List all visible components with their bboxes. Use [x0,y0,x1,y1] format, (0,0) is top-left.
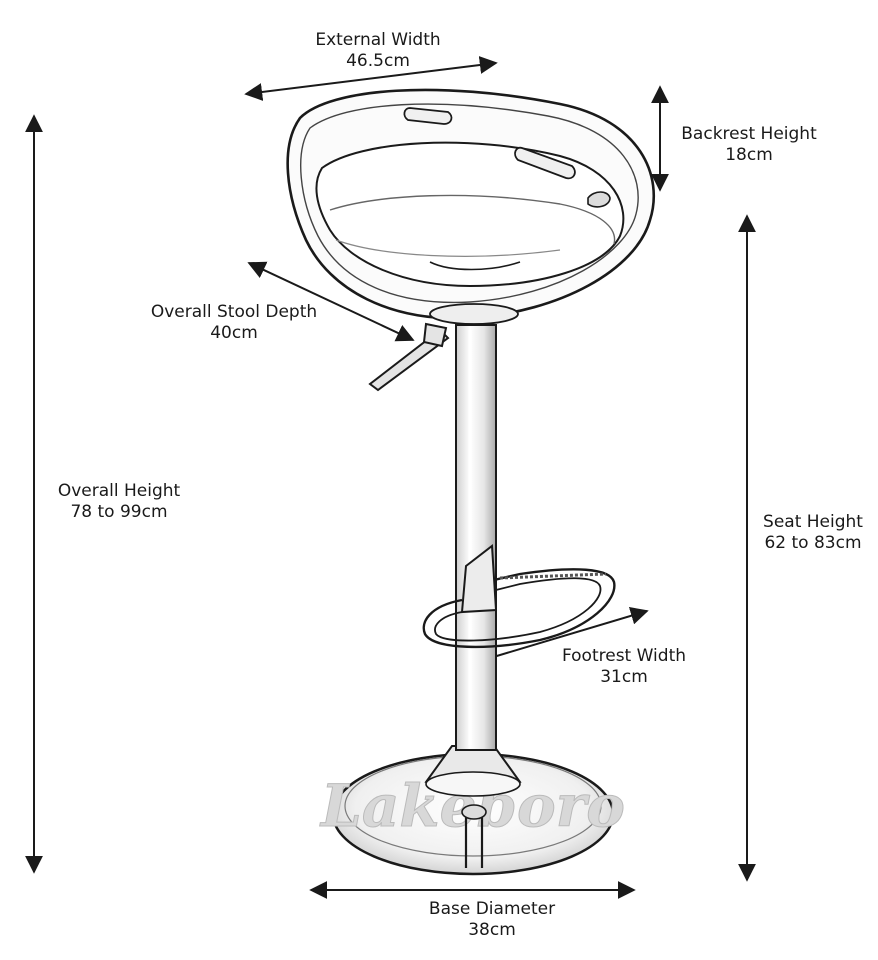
footrest-ring [422,568,616,649]
external-width-arrow [244,56,498,101]
overall-stool-depth-arrow [247,261,415,342]
footrest-width-arrow [468,607,649,668]
stool-pole [455,324,498,751]
height-lever [368,322,450,392]
seat-shell [286,88,655,325]
stool-base: Lakeboro [319,745,625,876]
dimension-arrows [25,56,756,899]
